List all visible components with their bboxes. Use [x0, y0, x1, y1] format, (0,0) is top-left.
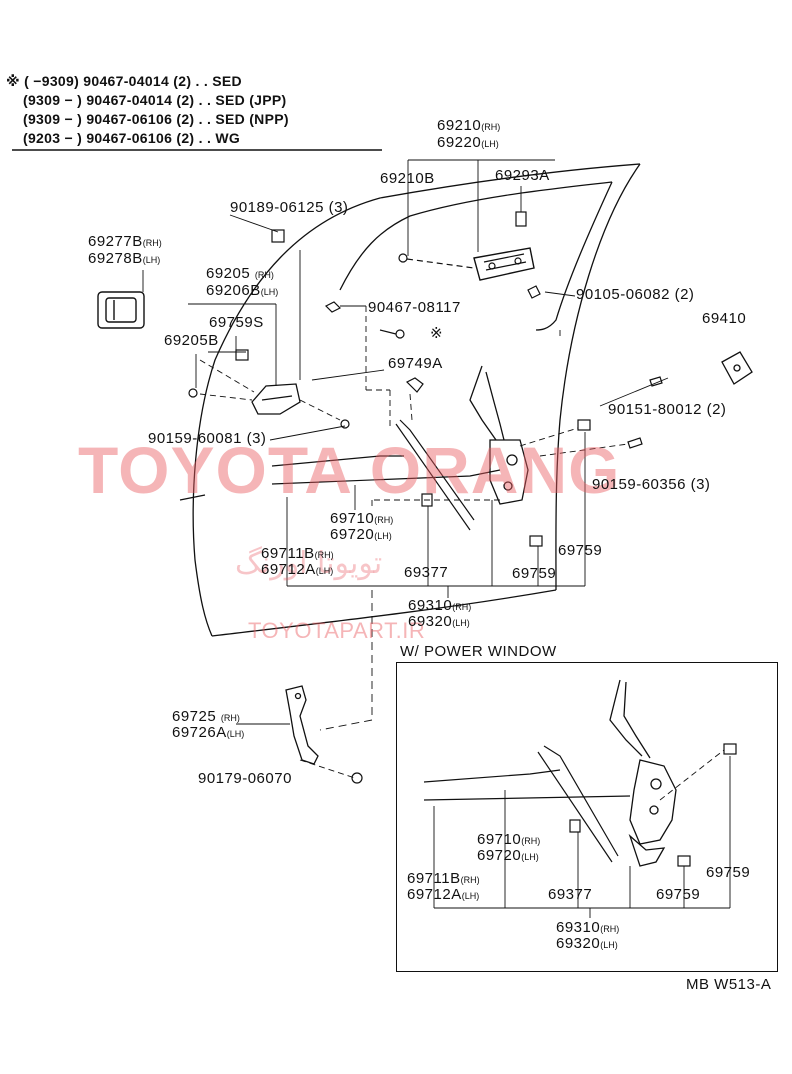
label-69278b: 69278B(LH) [88, 250, 161, 267]
clip-icon [577, 419, 591, 431]
clip-icon [271, 229, 285, 243]
header-range: (9203 − ) [23, 130, 83, 146]
header-row-4: (9203 − ) 90467-06106 (2) . . WG [23, 129, 240, 147]
screw-icon [379, 329, 405, 339]
watermark-main: TOYOTA ORANG [78, 433, 621, 507]
label-69720: 69720(LH) [330, 526, 392, 543]
label-90105-06082: 90105-06082 (2) [576, 286, 695, 303]
asterisk-callout: ※ [430, 325, 444, 342]
pw-label-69320: 69320(LH) [556, 935, 618, 952]
header-row-2: (9309 − ) 90467-04014 (2) . . SED (JPP) [23, 91, 287, 109]
pw-label-69720: 69720(LH) [477, 847, 539, 864]
door-panel-outline [179, 163, 641, 637]
label-69711b: 69711B(RH) [261, 545, 334, 562]
header-qty: (2) [176, 130, 195, 146]
clip-icon [421, 493, 433, 507]
asterisk-mark: ※ [6, 73, 20, 89]
clip-icon [235, 349, 249, 361]
screw-icon [188, 388, 198, 398]
pw-label-69710: 69710(RH) [477, 831, 541, 848]
outside-handle [473, 247, 535, 281]
clip-icon [405, 377, 424, 393]
header-note: . . SED [195, 73, 242, 89]
pw-label-69712a: 69712A(LH) [407, 886, 480, 903]
header-qty: (2) [173, 73, 192, 89]
label-69205: 69205 (RH) [206, 265, 274, 282]
clip-icon [569, 819, 581, 833]
label-69410: 69410 [702, 310, 747, 327]
bolt-icon [527, 285, 541, 299]
door-lock-assembly [469, 365, 529, 505]
label-90467-08117: 90467-08117 [368, 299, 461, 316]
header-note: . . WG [198, 130, 241, 146]
label-69726a: 69726A(LH) [172, 724, 245, 741]
power-window-title: W/ POWER WINDOW [400, 643, 557, 660]
pw-label-69711b: 69711B(RH) [407, 870, 480, 887]
header-range: (9309 − ) [23, 111, 83, 127]
screw-icon [649, 376, 663, 387]
header-range: (9309 − ) [23, 92, 83, 108]
label-69210b: 69210B [380, 170, 435, 187]
pw-label-69759-b: 69759 [656, 886, 701, 903]
header-note: . . SED (JPP) [198, 92, 287, 108]
label-69710: 69710(RH) [330, 510, 394, 527]
label-90159-60356: 90159-60356 (3) [592, 476, 711, 493]
power-window-inset [396, 662, 778, 972]
pw-label-69310: 69310(RH) [556, 919, 620, 936]
label-69277b: 69277B(RH) [88, 233, 162, 250]
label-90189-06125: 90189-06125 (3) [230, 199, 349, 216]
header-qty: (2) [176, 92, 195, 108]
label-69759-b: 69759 [512, 565, 557, 582]
header-row-1: ※ ( −9309) 90467-04014 (2) . . SED [6, 72, 242, 90]
label-69210: 69210(RH) [437, 117, 501, 134]
label-69320: 69320(LH) [408, 613, 470, 630]
nut-icon [351, 772, 363, 784]
pw-label-69759-a: 69759 [706, 864, 751, 881]
screw-icon [627, 437, 643, 449]
label-90159-60081: 90159-60081 (3) [148, 430, 267, 447]
label-69712a: 69712A(LH) [261, 561, 334, 578]
door-striker [721, 351, 753, 385]
leader-lines [142, 159, 669, 779]
header-qty: (2) [176, 111, 195, 127]
header-row-3: (9309 − ) 90467-06106 (2) . . SED (NPP) [23, 110, 289, 128]
header-note: . . SED (NPP) [198, 111, 289, 127]
clip-icon [324, 301, 342, 313]
label-69205b: 69205B [164, 332, 219, 349]
clip-icon [723, 743, 737, 755]
label-69759s: 69759S [209, 314, 264, 331]
screw-icon [340, 419, 350, 429]
label-90179-06070: 90179-06070 [198, 770, 292, 787]
label-69293a: 69293A [495, 167, 550, 184]
pw-lock-assembly [609, 679, 677, 867]
bolt-icon [398, 253, 475, 269]
label-69220: 69220(LH) [437, 134, 499, 151]
label-69749a: 69749A [388, 355, 443, 372]
lock-rods [271, 419, 501, 531]
header-range: ( −9309) [24, 73, 80, 89]
label-69725: 69725 (RH) [172, 708, 240, 725]
pw-leader-lines [433, 749, 731, 918]
header-part: 90467-06106 [86, 111, 173, 127]
label-90151-80012: 90151-80012 (2) [608, 401, 727, 418]
header-part: 90467-06106 [86, 130, 173, 146]
label-69206b: 69206B(LH) [206, 282, 279, 299]
label-69310: 69310(RH) [408, 597, 472, 614]
rod-clip-icon [515, 211, 527, 227]
inside-handle [251, 383, 301, 415]
label-69759-a: 69759 [558, 542, 603, 559]
inside-handle-bezel [97, 291, 145, 329]
diagram-code: MB W513-A [686, 976, 772, 993]
clip-icon [529, 535, 543, 547]
header-part: 90467-04014 [86, 92, 173, 108]
watermark-persian: تویوتا اورنگ [235, 546, 383, 581]
lock-link [285, 685, 319, 765]
label-69377: 69377 [404, 564, 449, 581]
pw-label-69377: 69377 [548, 886, 593, 903]
watermark-url: TOYOTAPART.IR [248, 618, 426, 643]
header-part: 90467-04014 [83, 73, 170, 89]
pw-lock-rods [423, 745, 631, 863]
